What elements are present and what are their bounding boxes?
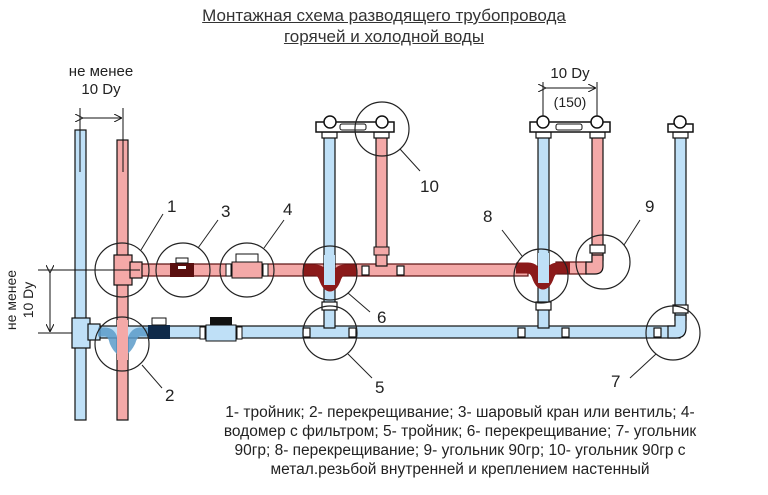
callout-circle-8 (513, 248, 569, 304)
dim-left-vertical-line2: 10 Dy (20, 282, 36, 319)
dim-left-vertical-line1: не менее (3, 270, 19, 330)
callout-label-4: 4 (283, 200, 292, 219)
callout-circle-2 (94, 316, 150, 372)
water-meter-cold (199, 317, 243, 342)
water-meter-hot (225, 253, 269, 279)
callout-circle-7 (645, 305, 701, 361)
callout-circles (94, 101, 701, 372)
callout-circle-4 (219, 242, 275, 298)
leader-lines (140, 148, 657, 389)
hot-elbow-9 (585, 254, 604, 275)
dim-left-top-line1: не менее (69, 63, 133, 80)
cold-elbow-7 (667, 314, 687, 339)
callout-label-5: 5 (375, 378, 384, 397)
hot-riser-right (591, 129, 604, 261)
hot-crossing-6 (303, 264, 357, 292)
couplings (302, 131, 689, 338)
cold-riser-8 (537, 129, 550, 329)
dim-left-top-line2: 10 Dy (81, 81, 121, 98)
cold-riser-7 (674, 129, 687, 321)
cold-over-crossing-8 (538, 253, 549, 283)
cold-riser (74, 129, 87, 421)
callout-circle-9 (575, 234, 631, 290)
title-text-1: Монтажная схема разводящего трубопровода (202, 6, 566, 25)
callout-label-10: 10 (420, 177, 439, 196)
ball-valve-cold (148, 317, 170, 339)
cold-main-pipe (85, 325, 681, 339)
title-text-2: горячей и холодной воды (283, 27, 485, 46)
callout-label-1: 1 (167, 197, 176, 216)
legend-line-1: 1- тройник; 2- перекрещивание; 3- шаровы… (225, 404, 695, 421)
callout-label-6: 6 (377, 308, 386, 327)
dim-right-top-line1: 10 Dy (550, 65, 590, 82)
legend-line-2: водомер с фильтром; 5- тройник; 6- перек… (223, 423, 697, 440)
wall-bracket-right (529, 115, 611, 133)
legend-line-4: метал.резьбой внутренней и креплением на… (270, 461, 650, 478)
diagram-title-line-2: горячей и холодной воды (0, 27, 768, 47)
cold-tee-left (71, 317, 91, 349)
callout-label-3: 3 (221, 202, 230, 221)
callout-circle-3 (155, 242, 211, 298)
dim-right-top-line2: (150) (554, 94, 587, 110)
hot-crossing-8 (516, 262, 570, 290)
callout-label-8: 8 (483, 207, 492, 226)
diagram-title-line-1: Монтажная схема разводящего трубопровода (0, 6, 768, 26)
ball-valve-hot (170, 257, 194, 277)
wall-elbow-far-right (667, 115, 694, 133)
callout-circle-5 (302, 305, 358, 361)
callout-label-2: 2 (165, 386, 174, 405)
legend-line-3: 90гр; 8- перекрещивание; 9- угольник 90г… (234, 442, 686, 459)
callout-label-9: 9 (645, 197, 654, 216)
hot-riser-bracket-10 (375, 129, 388, 267)
hot-tee-fitting (373, 246, 390, 256)
hot-over-crossing-2 (117, 320, 128, 360)
cold-riser-6 (323, 129, 336, 329)
callout-label-7: 7 (611, 372, 620, 391)
callout-circle-10 (354, 101, 410, 157)
callout-circle-6 (302, 245, 358, 301)
legend: 1- тройник; 2- перекрещивание; 3- шаровы… (152, 403, 768, 479)
cold-over-crossing-6 (324, 255, 335, 285)
callout-circle-1 (94, 242, 150, 298)
